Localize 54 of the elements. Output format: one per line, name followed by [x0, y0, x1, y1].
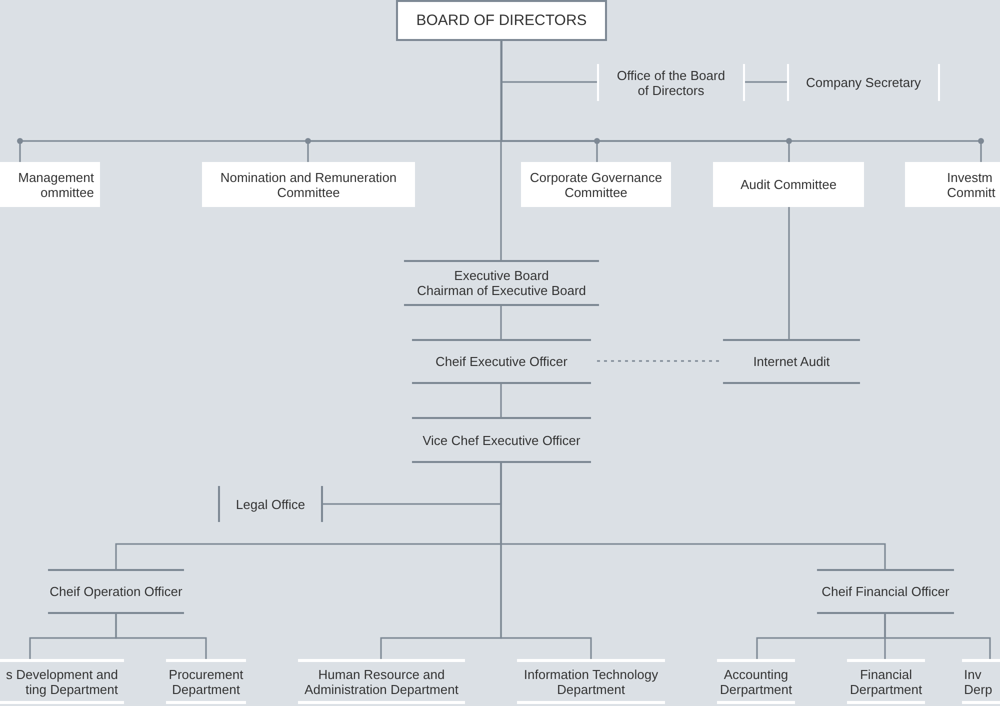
executive-box	[723, 339, 860, 384]
connector-line	[115, 614, 207, 659]
box-label: Inv Derp	[964, 666, 994, 696]
department-box	[847, 659, 925, 704]
box-label: Internet Audit	[753, 354, 830, 369]
box-label: Investm Committ	[947, 170, 996, 200]
officer-box	[48, 569, 184, 614]
box-label: Cheif Financial Officer	[822, 584, 950, 599]
connector-line	[884, 614, 991, 659]
executive-box	[412, 417, 591, 463]
box-label: Chairman of Executive Board	[416, 283, 586, 298]
department-box	[717, 659, 795, 704]
box-label: Legal Office	[236, 496, 306, 512]
box-label: Nomination and Remuneration Committee	[219, 170, 398, 200]
connector-line	[788, 207, 790, 339]
department-box	[962, 659, 1000, 704]
title-box	[396, 0, 607, 41]
office-box	[597, 64, 745, 101]
committee-box	[202, 162, 415, 207]
officer-box	[817, 569, 954, 614]
connector-line	[500, 306, 502, 339]
box-heading: Executive Board	[454, 268, 549, 283]
box-label: Cheif Executive Officer	[436, 354, 568, 369]
box-label: Corporate Governance Committee	[528, 170, 664, 200]
office-box	[787, 64, 940, 101]
box-label: Vice Chef Executive Officer	[422, 432, 580, 448]
box-label: Company Secretary	[806, 75, 921, 90]
box-label: Audit Committee	[740, 177, 837, 192]
box-label: Human Resource and Administration Department	[304, 666, 460, 696]
box-label: Accounting Derpartment	[718, 666, 794, 696]
committee-box	[0, 162, 100, 207]
box-label: BOARD OF DIRECTORS	[416, 13, 587, 28]
office-box	[218, 486, 323, 522]
committee-box	[521, 162, 671, 207]
connector-line	[500, 41, 502, 260]
box-label: Office of the Board of Directors	[616, 68, 726, 98]
department-box	[298, 659, 465, 704]
box-label: Information Technology Department	[522, 666, 660, 696]
executive-box	[404, 260, 599, 306]
executive-box	[412, 339, 591, 384]
box-label: s Development and ting Department	[4, 666, 118, 696]
committee-box	[713, 162, 864, 207]
dotted-connector	[597, 360, 719, 362]
connector-line	[500, 463, 592, 659]
box-label: Cheif Operation Officer	[50, 584, 182, 599]
box-label: Financial Derpartment	[848, 666, 924, 696]
box-label: Management ommittee	[17, 170, 94, 200]
box-label: Procurement Department	[168, 666, 244, 696]
department-box	[166, 659, 246, 704]
department-box	[0, 659, 124, 704]
committee-box	[905, 162, 1000, 207]
department-box	[517, 659, 665, 704]
connector-line	[500, 384, 502, 417]
connector-line	[745, 81, 787, 83]
